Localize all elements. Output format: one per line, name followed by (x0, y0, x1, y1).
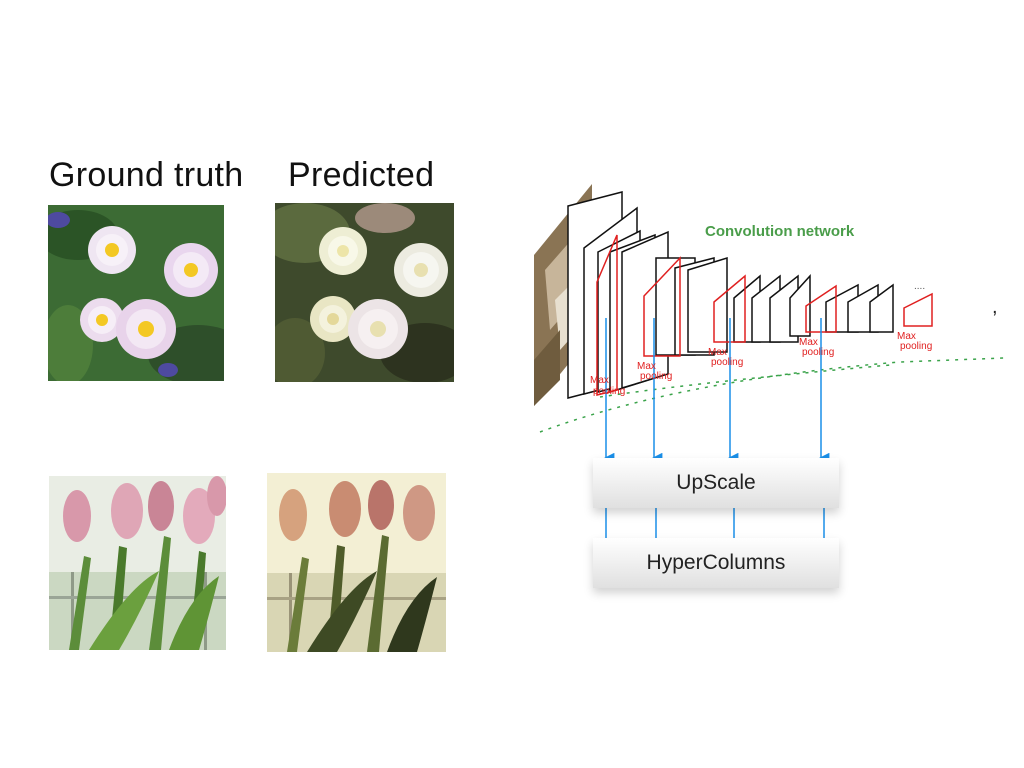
heading-predicted: Predicted (288, 156, 435, 194)
hypercolumns-box: HyperColumns (593, 538, 839, 588)
pool-label-1-line2: pooling (593, 386, 625, 397)
tulip-photo-icon (49, 476, 226, 650)
arrows-to-upscale (603, 318, 830, 464)
daisy-ground-truth-image (48, 205, 224, 381)
daisy-predicted-photo-icon (275, 203, 454, 382)
tulip-ground-truth-image (49, 476, 226, 650)
hypercolumns-label: HyperColumns (646, 551, 786, 574)
tulip-predicted-photo-icon (267, 473, 446, 652)
daisy-predicted-image (275, 203, 454, 382)
upscale-label: UpScale (676, 471, 756, 494)
pool-label-1-line1: Max (590, 375, 609, 386)
layer-ellipsis: .... (914, 281, 925, 292)
heading-ground-truth: Ground truth (49, 156, 244, 194)
pool-label-3-line2: pooling (711, 357, 743, 368)
pool-label-4-line2: pooling (802, 347, 834, 358)
pool-label-5-line1: Max (897, 331, 916, 342)
pool-layers (596, 234, 933, 396)
trailing-comma: , (992, 296, 998, 318)
pool-label-2-line1: Max (637, 361, 656, 372)
upscale-box: UpScale (593, 458, 839, 508)
pool-label-5-line2: pooling (900, 341, 932, 352)
pool-label-2-line2: pooling (640, 371, 672, 382)
tulip-predicted-image (267, 473, 446, 652)
flow-lines (539, 357, 1005, 433)
pool-label-3-line1: Max (708, 347, 727, 358)
daisy-photo-icon (48, 205, 224, 381)
pool-label-4-line1: Max (799, 337, 818, 348)
network-title: Convolution network (705, 223, 855, 240)
